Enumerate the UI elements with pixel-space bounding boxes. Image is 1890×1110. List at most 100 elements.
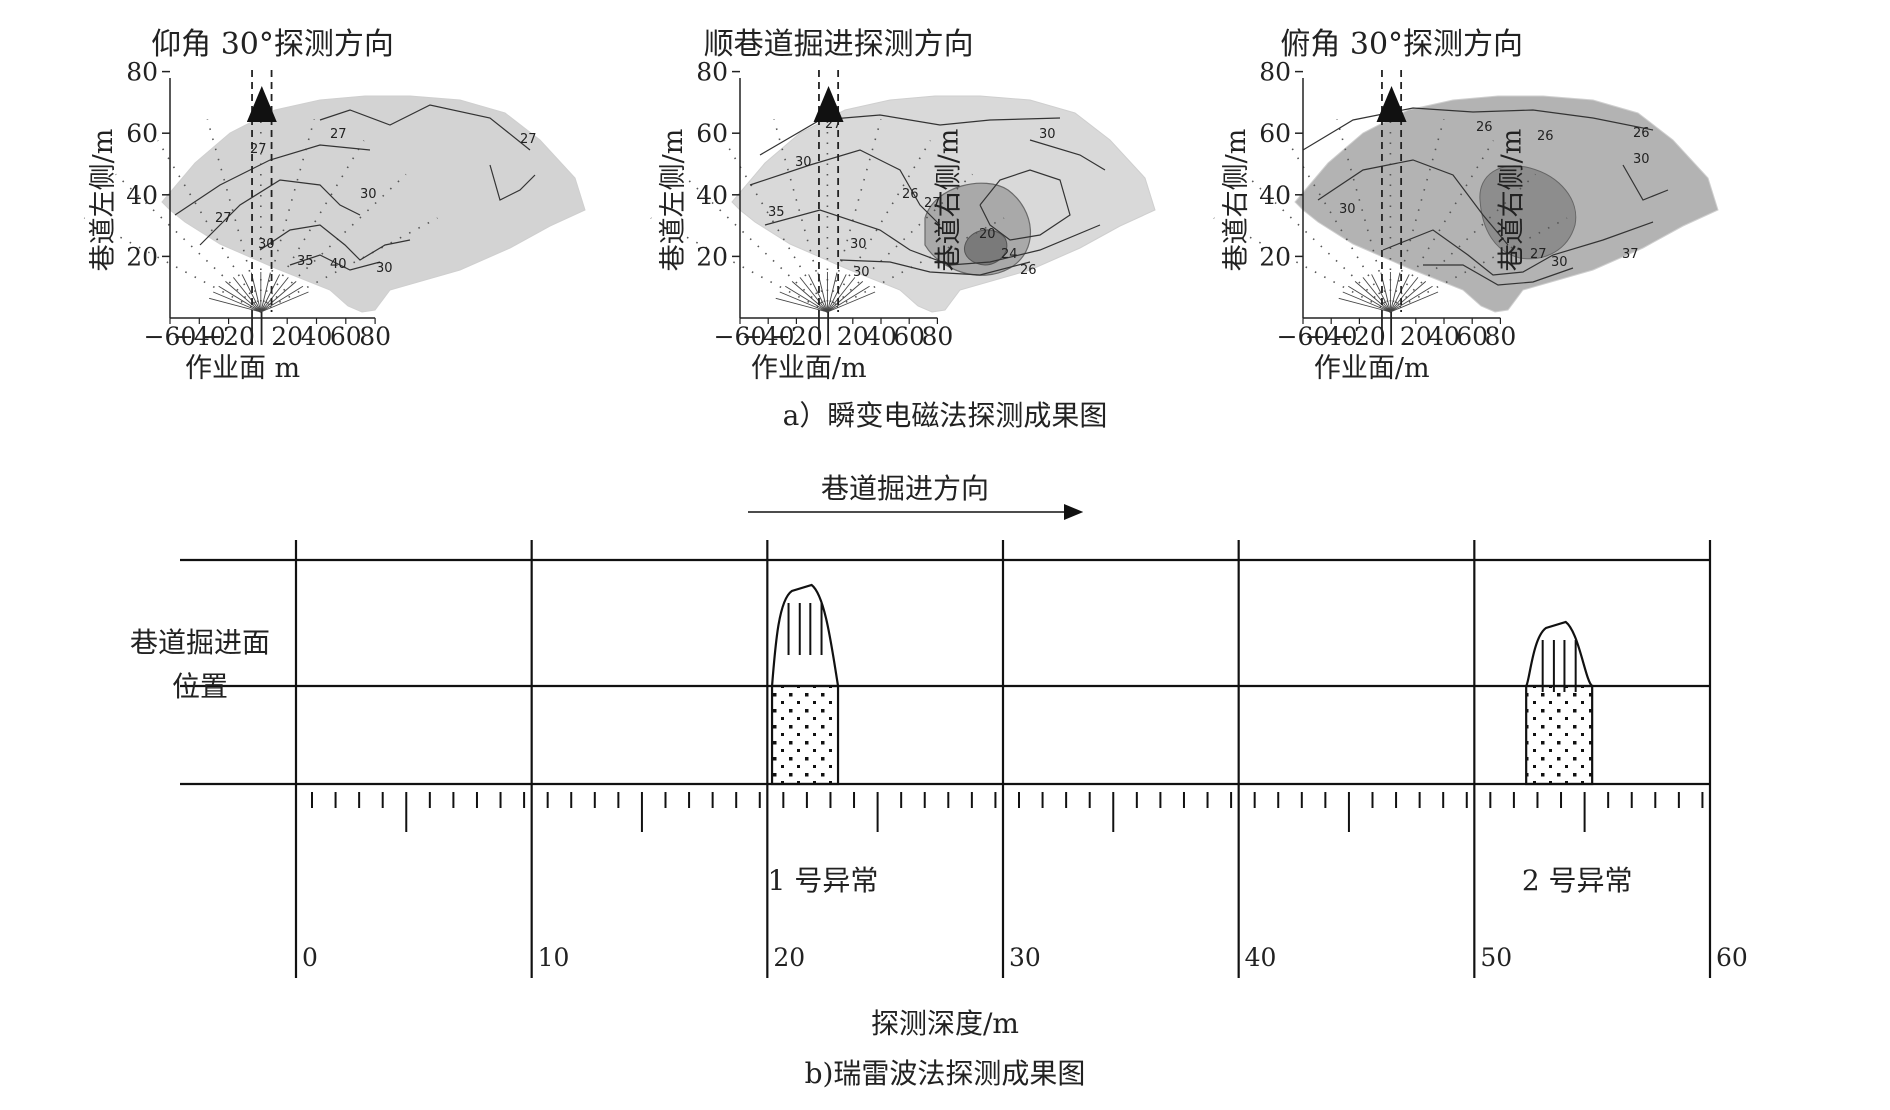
tem-contour-line <box>218 285 262 313</box>
x-tick-label: −60 <box>1277 322 1330 351</box>
tem-contour-line <box>1354 281 1391 313</box>
tem-contour-line <box>1390 277 1419 313</box>
contour-label: 27 <box>825 117 842 132</box>
contour-label: 27 <box>520 132 537 147</box>
tem-contour-line <box>1338 297 1391 313</box>
y-tick-label: 60 <box>1259 119 1291 148</box>
y-axis-label-line1: 巷道掘进面 <box>130 626 270 659</box>
tem-contour-line <box>1302 107 1654 151</box>
depth-tick-label: 20 <box>773 943 805 972</box>
contour-label: 27 <box>924 196 941 211</box>
y-tick-label: 80 <box>126 58 158 87</box>
y-axis-label-right: 巷道右侧/m <box>933 129 964 272</box>
tem-contour-line <box>827 274 847 313</box>
tem-contour-line <box>174 144 371 216</box>
tem-contour-line <box>1371 274 1391 313</box>
tem-contour-line <box>826 272 838 313</box>
tem-contour-line <box>260 285 304 313</box>
tem-contour-line <box>764 209 1101 266</box>
y-tick-label: 20 <box>126 242 158 271</box>
y-axis-label-line2: 位置 <box>172 670 228 703</box>
y-tick-label: 60 <box>696 119 728 148</box>
x-tick-label: −20 <box>202 322 255 351</box>
x-tick-label: 80 <box>921 322 953 351</box>
tem-contour-line <box>260 272 271 313</box>
x-tick-label: −40 <box>1305 322 1358 351</box>
x-tick-label: −60 <box>714 322 767 351</box>
anomaly-1: 1 号异常 <box>768 583 879 897</box>
x-tick-label: 20 <box>271 322 303 351</box>
tem-contour-line <box>779 291 828 313</box>
contour-label: 30 <box>850 237 867 252</box>
x-tick-label: −20 <box>1333 322 1386 351</box>
caption-a: a）瞬变电磁法探测成果图 <box>783 399 1108 432</box>
contour-label: 30 <box>1551 255 1568 270</box>
x-tick-label: 60 <box>1456 322 1488 351</box>
y-tick-label: 20 <box>696 242 728 271</box>
x-axis-label: 探测深度/m <box>871 1007 1019 1040</box>
tem-contour-line <box>260 277 289 313</box>
contour-label: 24 <box>1001 247 1018 262</box>
tem-contour-line <box>1317 159 1509 246</box>
tem-contour-line <box>260 281 297 313</box>
contour-label: 26 <box>1633 126 1650 141</box>
anomaly-wave-outline <box>1525 620 1594 687</box>
contour-label: 30 <box>1633 152 1650 167</box>
x-axis-label: 作业面/m <box>751 353 867 384</box>
anomaly-2: 2 号异常 <box>1522 620 1633 897</box>
contour-label: 26 <box>1537 129 1554 144</box>
contour-label: 30 <box>360 187 377 202</box>
tem-contour-line <box>259 224 411 261</box>
tem-contour-line <box>799 277 828 313</box>
depth-tick-label: 30 <box>1009 943 1041 972</box>
contour-label: 27 <box>215 211 232 226</box>
tem-contour-line <box>749 149 941 226</box>
contour-label: 37 <box>1622 247 1639 262</box>
panel-title: 顺巷道掘进探测方向 <box>704 27 974 62</box>
anomaly-wave-outline <box>770 583 840 687</box>
x-axis-label: 作业面/m <box>1314 353 1430 384</box>
x-tick-label: 40 <box>301 322 333 351</box>
y-axis-label: 巷道左侧/m <box>658 129 689 272</box>
contour-label: 26 <box>902 187 919 202</box>
contour-label: 30 <box>1039 127 1056 142</box>
tem-contour-line <box>289 254 381 271</box>
depth-tick-label: 0 <box>302 943 318 972</box>
x-tick-label: 80 <box>1484 322 1516 351</box>
tem-contour-line <box>1390 274 1410 313</box>
x-tick-label: 80 <box>359 322 391 351</box>
x-tick-label: −20 <box>770 322 823 351</box>
y-tick-label: 40 <box>696 181 728 210</box>
tem-contour-line <box>979 169 1071 241</box>
contour-label: 26 <box>1020 263 1037 278</box>
tem-contour-line <box>1382 221 1654 276</box>
contour-label: 20 <box>979 227 996 242</box>
contour-label: 40 <box>330 257 347 272</box>
contour-label: 35 <box>768 205 785 220</box>
tem-contour-line <box>827 291 876 313</box>
tem-contour-line <box>839 259 1031 276</box>
tem-contour-line <box>241 274 262 313</box>
tem-contour-line <box>209 297 261 313</box>
y-tick-label: 40 <box>1259 181 1291 210</box>
contour-label: 26 <box>1476 120 1493 135</box>
contour-label: 30 <box>853 265 870 280</box>
anomaly-label: 1 号异常 <box>768 864 879 897</box>
tem-contour-line <box>1390 281 1427 313</box>
tem-contour-line <box>759 114 1061 156</box>
x-tick-label: 20 <box>837 322 869 351</box>
tem-contour-line <box>1362 277 1391 313</box>
tem-contour-line <box>1348 285 1391 313</box>
tem-contour-line <box>791 281 828 313</box>
depth-tick-label: 40 <box>1245 943 1277 972</box>
y-tick-label: 40 <box>126 181 158 210</box>
x-tick-label: 40 <box>865 322 897 351</box>
y-axis-label-right: 巷道右侧/m <box>1496 129 1527 272</box>
tem-anomaly-core <box>963 229 1008 266</box>
anomaly-zone <box>1525 684 1594 786</box>
